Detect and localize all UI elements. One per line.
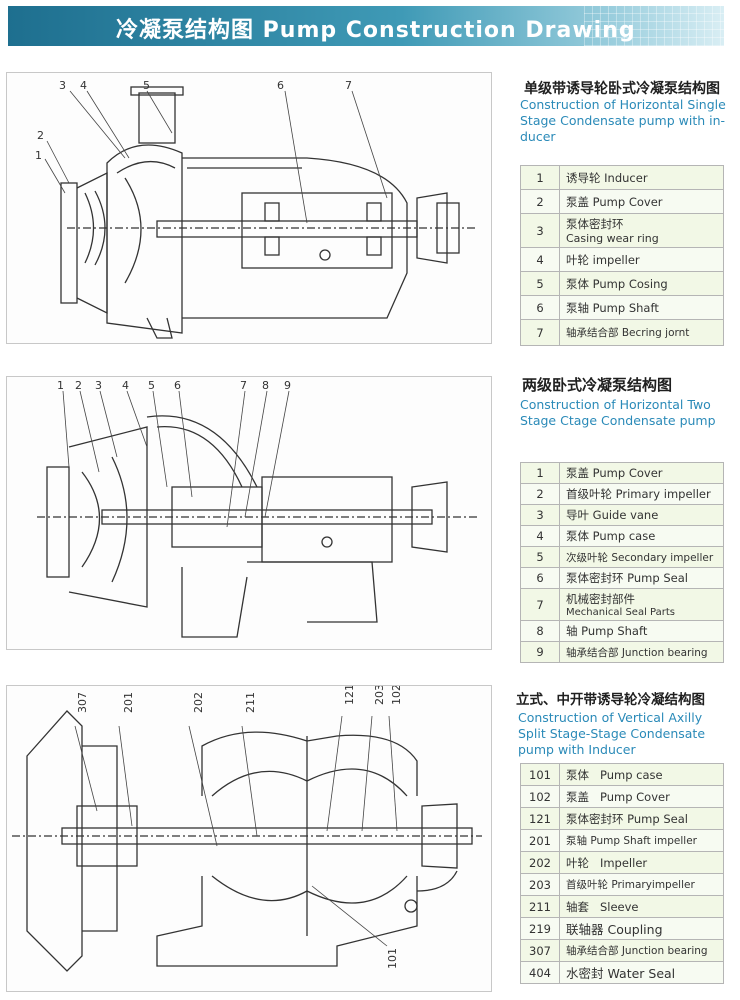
callout-2-6: 6 [174,379,181,392]
callout-2-8: 8 [262,379,269,392]
callout-1-7: 7 [345,79,352,92]
callout-3-201: 201 [122,692,135,713]
callout-3-203: 203 [373,686,386,705]
callout-2-9: 9 [284,379,291,392]
drawing-panel-2: 1 2 3 4 5 6 7 8 9 [6,376,492,650]
callout-1-6: 6 [277,79,284,92]
callout-3-101: 101 [386,948,399,969]
callout-1-4: 4 [80,79,87,92]
callout-1-5: 5 [143,79,150,92]
callout-3-202: 202 [192,692,205,713]
callout-1-2: 2 [37,129,44,142]
drawing-panel-1: 3 4 5 6 7 2 1 [6,72,492,344]
callout-3-121: 121 [343,686,356,705]
callout-1-3: 3 [59,79,66,92]
callout-2-3: 3 [95,379,102,392]
section2-title-zh: 两级卧式冷凝泵结构图 [522,376,673,394]
callout-3-307: 307 [76,692,89,713]
callout-3-211: 211 [244,692,257,713]
banner-grid-pattern [584,6,724,46]
header-banner: 冷凝泵结构图 Pump Construction Drawing [8,6,724,46]
section1-title-zh: 单级带诱导轮卧式冷凝泵结构图 [524,81,720,97]
callout-1-1: 1 [35,149,42,162]
section3-title-en: Construction of Vertical Axilly Split St… [518,710,706,757]
page-title: 冷凝泵结构图 Pump Construction Drawing [116,18,636,43]
section1-title-en: Construction of Horizontal Single Stage … [520,97,726,144]
callout-2-2: 2 [75,379,82,392]
drawing-horizontal-single-stage: 3 4 5 6 7 2 1 [35,79,477,339]
callout-2-4: 4 [122,379,129,392]
callout-3-102: 102 [390,686,403,705]
section2-title-en: Construction of Horizontal Two Stage Cta… [520,397,716,428]
callout-2-1: 1 [57,379,64,392]
drawing-horizontal-two-stage: 1 2 3 4 5 6 7 8 9 [37,379,477,638]
section3-title-zh: 立式、中开带诱导轮冷凝结构图 [516,692,705,708]
drawing-vertical-split-stage: 307 201 202 211 121 203 102 101 [12,686,482,972]
callout-2-7: 7 [240,379,247,392]
callout-2-5: 5 [148,379,155,392]
drawing-panel-3: 307 201 202 211 121 203 102 101 [6,685,492,992]
